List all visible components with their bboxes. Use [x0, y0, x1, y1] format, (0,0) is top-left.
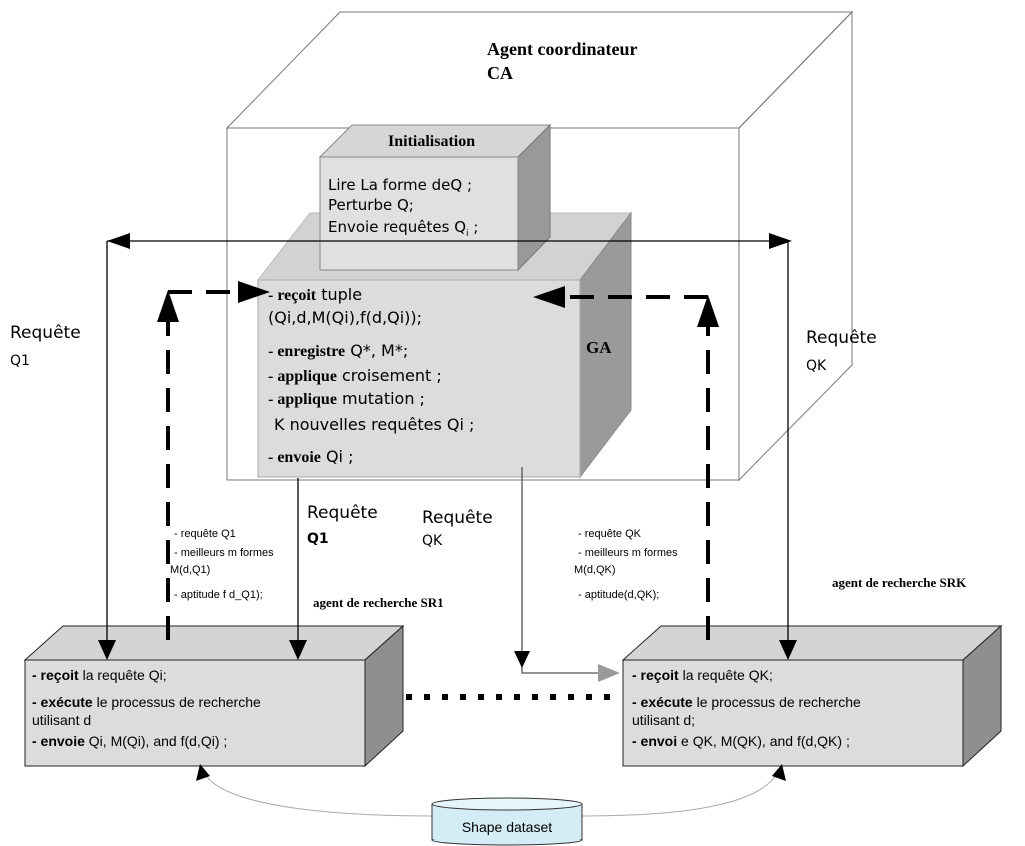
- request-q1-sub: Q1: [10, 353, 30, 369]
- srk-using-line: utilisant d;: [632, 712, 695, 728]
- feedback-right-fitness: - aptitude(d,QK);: [578, 589, 659, 601]
- coordinator-title: Agent coordinateur: [487, 39, 637, 59]
- ga-request-qk-label: Requête: [422, 508, 493, 528]
- initialisation-title: Initialisation: [388, 133, 475, 150]
- ga-to-srk-line: [521, 467, 600, 674]
- ga-request-qk-sub: QK: [422, 533, 443, 549]
- feedback-right-best: - meilleurs m formes: [578, 547, 678, 559]
- init-line-read: Lire La forme deQ ;: [328, 176, 472, 194]
- request-q1-arrow: [98, 640, 116, 660]
- ga-to-srk-mid-arrow: [514, 651, 530, 668]
- request-qk-sub: QK: [806, 358, 827, 374]
- ga-crossover-line: - applique croisement ;: [268, 366, 442, 385]
- feedback-right-m: M(d,QK): [574, 564, 616, 576]
- feedback-left-m: M(d,Q1): [170, 564, 210, 576]
- feedback-left-request: - requête Q1: [174, 528, 236, 540]
- dataset-label: Shape dataset: [462, 819, 552, 835]
- feedback-left-dashed: [157, 281, 270, 640]
- feedback-right-request: - requête QK: [578, 528, 642, 540]
- sr1-agent-box: [23, 624, 405, 768]
- ga-request-q1-label: Requête: [307, 503, 378, 523]
- ga-tuple-line: (Qi,d,M(Qi),f(d,Qi));: [268, 308, 422, 327]
- sr1-execute-line: - exécute le processus de recherche: [32, 694, 261, 710]
- ga-record-line: - enregistre Q*, M*;: [268, 341, 408, 360]
- broadcast-arrow-right: [769, 233, 792, 249]
- srk-execute-line: - exécute le processus de recherche: [632, 694, 861, 710]
- ga-label: GA: [586, 338, 612, 357]
- dataset-arc-right: [581, 771, 779, 817]
- dataset-arc-right-arrow: [772, 764, 786, 781]
- ga-to-sr1-arrow: [289, 640, 307, 660]
- dataset-arc-left: [203, 771, 433, 817]
- feedback-left-best: - meilleurs m formes: [174, 547, 274, 559]
- request-q1-label: Requête: [10, 323, 81, 343]
- sr1-send-line: - envoie Qi, M(Qi), and f(d,Qi) ;: [32, 733, 227, 749]
- srk-agent-box: [621, 624, 1003, 768]
- ga-send-line: - envoie Qi ;: [268, 447, 353, 466]
- dataset-cylinder[interactable]: [431, 797, 583, 846]
- init-line-send: Envoie requêtes Qi ;: [328, 218, 478, 239]
- feedback-left-fitness: - aptitude f d_Q1);: [174, 589, 263, 601]
- srk-agent-label: agent de recherche SRK: [832, 575, 967, 590]
- ga-request-q1-sub: Q1: [307, 531, 329, 547]
- ga-to-srk-arrow: [598, 664, 620, 682]
- dataset-arc-left-arrow: [196, 764, 210, 781]
- feedback-right-dashed: [533, 286, 719, 640]
- srk-receive-line: - reçoit la requête QK;: [632, 667, 773, 683]
- coordinator-cube: [225, 10, 854, 482]
- broadcast-arrow-left: [107, 233, 130, 249]
- sr1-using-line: utilisant d: [32, 712, 91, 728]
- sr1-receive-line: - reçoit la requête Qi;: [32, 667, 167, 683]
- ga-receive-line: - reçoit tuple: [268, 285, 362, 304]
- srk-send-line: - envoi e QK, M(QK), and f(d,QK) ;: [632, 733, 850, 749]
- ga-new-requests-line: K nouvelles requêtes Qi ;: [274, 415, 474, 434]
- initialisation-cube: [318, 123, 552, 272]
- coordinator-abbrev: CA: [487, 63, 513, 83]
- request-qk-label: Requête: [806, 328, 877, 348]
- sr1-agent-label: agent de recherche SR1: [313, 595, 444, 610]
- ga-mutation-line: - applique mutation ;: [268, 389, 425, 408]
- init-line-perturb: Perturbe Q;: [328, 196, 414, 214]
- request-qk-arrow: [779, 640, 797, 660]
